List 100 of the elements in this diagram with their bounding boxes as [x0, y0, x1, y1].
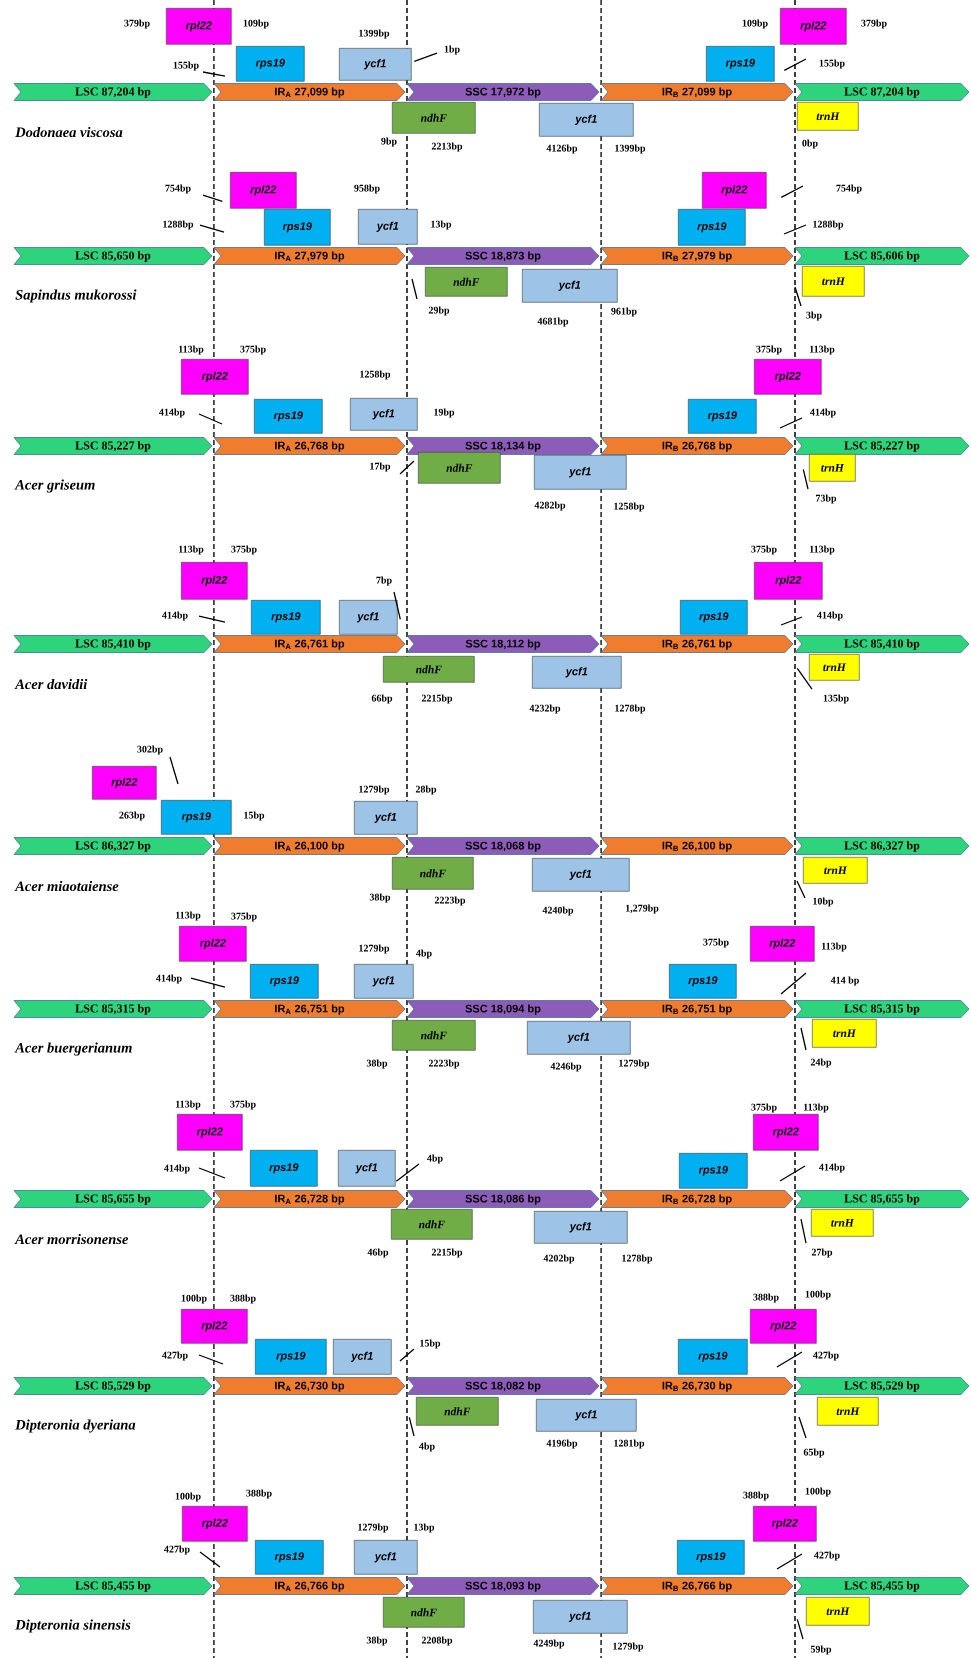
gene-box: ycf1 [534, 1211, 628, 1244]
gene-box: ndhF [392, 102, 476, 134]
length-label: 958bp [354, 184, 380, 194]
gene-box: ycf1 [354, 1540, 418, 1575]
length-label: 388bp [230, 1294, 256, 1304]
gene-box: rps19 [255, 1339, 327, 1375]
genome-region-segment: IR$_{A}$ 26,730 bp [213, 1377, 406, 1395]
gene-box: rpl22 [780, 8, 847, 45]
gene-box: ycf1 [354, 801, 418, 835]
genome-region-segment: LSC 85,455 bp [794, 1577, 970, 1595]
gene-box: trnH [802, 266, 865, 297]
length-label: 1281bp [614, 1439, 645, 1449]
length-label: 414bp [817, 611, 843, 621]
length-label: 4202bp [543, 1254, 575, 1264]
length-label: 414bp [162, 611, 188, 621]
gene-box: trnH [806, 1597, 870, 1626]
leader-line [780, 616, 803, 626]
genome-region-segment: IR$_{B}$ 26,761 bp [600, 635, 794, 653]
gene-box: ndhF [425, 267, 508, 297]
length-label: 3bp [806, 311, 822, 321]
leader-line [199, 1551, 221, 1568]
genome-region-segment: SSC 18,068 bp [406, 837, 600, 855]
length-label: 38bp [369, 893, 391, 903]
gene-box: rpl22 [754, 359, 822, 395]
gene-box: ycf1 [532, 858, 630, 892]
gene-box: rps19 [706, 46, 775, 82]
genome-region-segment: LSC 86,327 bp [13, 837, 213, 855]
length-label: 66bp [371, 694, 393, 704]
genome-region-segment: LSC 85,529 bp [13, 1377, 213, 1395]
gene-box: ycf1 [539, 103, 634, 137]
length-label: 38bp [366, 1636, 388, 1646]
gene-box: ycf1 [333, 1339, 392, 1375]
genome-region-segment: SSC 18,134 bp [406, 437, 600, 455]
genome-region-segment: SSC 18,094 bp [406, 1000, 600, 1018]
genome-region-segment: LSC 85,606 bp [794, 247, 970, 265]
species-name: Acer buergerianum [14, 1042, 132, 1056]
leader-line [413, 52, 438, 62]
gene-box: rpl22 [182, 1506, 248, 1542]
length-label: 961bp [611, 307, 637, 317]
gene-box: rpl22 [750, 926, 815, 962]
gene-box: trnH [812, 1019, 877, 1048]
leader-line [198, 1167, 226, 1179]
length-label: 135bp [823, 694, 849, 704]
length-label: 10bp [813, 897, 834, 907]
length-label: 100bp [805, 1487, 831, 1497]
gene-box: ndhF [392, 857, 474, 890]
length-label: 13bp [414, 1523, 435, 1533]
length-label: 4240bp [542, 906, 574, 916]
length-label: 155bp [173, 61, 199, 71]
gene-box: rps19 [678, 1339, 748, 1375]
genome-region-segment: IR$_{A}$ 26,768 bp [213, 437, 406, 455]
length-label: 388bp [246, 1489, 272, 1499]
length-label: 1399bp [615, 144, 646, 154]
gene-box: trnH [797, 102, 859, 131]
genome-region-segment: SSC 18,112 bp [406, 635, 600, 653]
gene-box: ndhF [383, 1597, 465, 1628]
length-label: 100bp [805, 1290, 831, 1300]
leader-line [202, 194, 223, 202]
length-label: 1288bp [163, 220, 194, 230]
length-label: 59bp [810, 1645, 832, 1655]
gene-box: rpl22 [750, 1309, 817, 1344]
species-name: Sapindus mukorossi [15, 289, 137, 303]
genome-region-segment: IR$_{B}$ 26,100 bp [600, 837, 794, 855]
leader-line [199, 224, 225, 233]
gene-box: rpl22 [753, 1114, 819, 1151]
genome-region-segment: IR$_{B}$ 26,768 bp [600, 437, 794, 455]
leader-line [780, 185, 804, 198]
leader-line [779, 1165, 806, 1182]
length-label: 38bp [366, 1059, 388, 1069]
length-label: 375bp [230, 1100, 256, 1110]
genome-region-segment: IR$_{A}$ 26,100 bp [213, 837, 406, 855]
genome-region-segment: IR$_{B}$ 26,751 bp [600, 1000, 794, 1018]
gene-box: trnH [817, 1397, 879, 1426]
leader-line [202, 71, 226, 77]
leader-line [411, 278, 418, 300]
length-label: 113bp [804, 1103, 829, 1113]
length-label: 46bp [367, 1248, 389, 1258]
gene-box: rpl22 [166, 8, 232, 45]
gene-box: rpl22 [177, 1114, 243, 1151]
length-label: 2215bp [421, 694, 453, 704]
genome-region-segment: LSC 85,410 bp [13, 635, 213, 653]
genome-region-segment: IR$_{B}$ 26,766 bp [600, 1577, 794, 1595]
length-label: 375bp [703, 938, 729, 948]
leader-line [393, 591, 401, 620]
leader-line [776, 1351, 803, 1368]
genome-region-segment: LSC 85,455 bp [13, 1577, 213, 1595]
genome-region-segment: IR$_{B}$ 27,979 bp [600, 247, 794, 265]
length-label: 1399bp [359, 29, 390, 39]
length-label: 73bp [816, 494, 837, 504]
length-label: 1258bp [360, 370, 391, 380]
length-label: 15bp [244, 811, 265, 821]
gene-box: ycf1 [338, 1150, 396, 1187]
length-label: 379bp [861, 19, 887, 29]
length-label: 375bp [231, 912, 257, 922]
gene-box: ycf1 [532, 656, 622, 689]
genome-region-segment: SSC 17,972 bp [406, 83, 600, 101]
leader-line [800, 1218, 807, 1244]
leader-line [776, 1553, 803, 1570]
genome-region-segment: LSC 85,315 bp [13, 1000, 213, 1018]
leader-line [780, 972, 807, 995]
